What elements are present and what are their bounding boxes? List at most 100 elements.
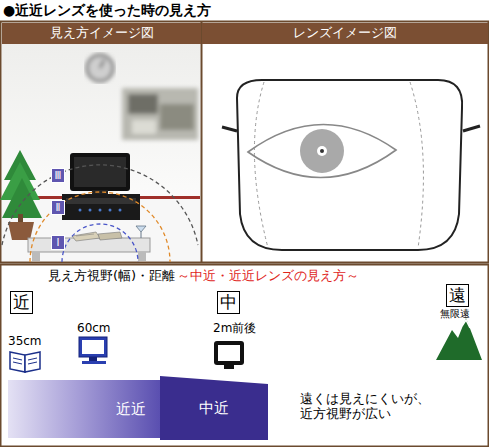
node-text: 近	[13, 293, 30, 312]
computer-icon-part	[79, 337, 107, 357]
panel-header: レンズイメージ図	[202, 23, 488, 44]
lens-illustration-part	[237, 80, 462, 250]
top-frame-part	[1, 22, 489, 263]
distance-box: 遠	[446, 284, 469, 307]
distance-label: 2m前後	[213, 322, 256, 336]
lens-illustration-part	[320, 149, 324, 153]
mountain-icon-part	[462, 320, 470, 328]
tv-stand-part	[66, 198, 136, 204]
low-table-part	[141, 232, 142, 238]
intermediate-near-band: 中近	[160, 376, 268, 440]
node-text: Ⅰ	[57, 237, 60, 248]
blurred-picture-part	[160, 104, 194, 130]
book-icon-part	[28, 362, 37, 364]
lens-illustration-part	[410, 82, 423, 248]
book-icon-part	[28, 358, 37, 360]
room-illustration-part	[2, 44, 200, 198]
tv-stand-part	[99, 209, 102, 212]
room-illustration	[0, 44, 200, 262]
low-table-part	[72, 232, 100, 241]
lens-illustration-part	[300, 129, 344, 173]
panel-header: 見え方イメージ図	[2, 23, 201, 44]
plant-part	[8, 222, 34, 240]
zone-marker: Ⅱ	[51, 200, 65, 215]
book-icon-part	[10, 352, 25, 372]
section-heading: 見え方視野(幅)・距離	[48, 269, 175, 284]
computer-icon-part	[89, 357, 97, 361]
tv-stand-part	[89, 209, 92, 212]
plant-part	[2, 178, 42, 218]
distance-box: 近	[10, 291, 33, 314]
band-fill	[8, 380, 160, 438]
bottom-frame-part	[1, 265, 489, 447]
lens-illustration-part	[254, 82, 268, 248]
computer-icon	[79, 337, 107, 364]
book-icon	[10, 352, 40, 372]
top-frame	[1, 22, 489, 263]
view-zone-arcs-part	[2, 165, 198, 245]
distance-label: 無限遠	[440, 308, 470, 320]
lens-illustration	[222, 80, 480, 250]
blurred-picture-part	[122, 88, 198, 140]
node-text: 遠	[449, 286, 466, 305]
lens-illustration-part	[248, 124, 396, 177]
node-text: 近近	[116, 401, 146, 418]
blurred-picture	[122, 88, 198, 140]
mountain-icon-part	[436, 318, 482, 360]
lens-illustration-part	[463, 126, 480, 131]
low-table-part	[28, 238, 150, 252]
distance-label: 60cm	[77, 322, 111, 336]
blurred-picture-part	[128, 94, 158, 114]
node-text: Ⅱ	[56, 202, 61, 213]
low-table-part	[76, 234, 94, 236]
book-icon-part	[25, 352, 40, 372]
blurred-picture-part	[132, 120, 156, 134]
tv-icon-part	[224, 365, 234, 369]
node-text: 見え方イメージ図	[50, 26, 154, 40]
blurred-clock-part	[87, 55, 113, 81]
band-fill	[160, 376, 268, 440]
television-part	[74, 157, 126, 187]
low-table-part	[136, 226, 146, 232]
zone-marker: Ⅰ	[51, 235, 65, 250]
tv-stand	[62, 194, 140, 220]
computer-icon-part	[82, 361, 106, 364]
node-text: 中近	[199, 400, 229, 417]
zone-marker: Ⅲ	[51, 168, 65, 183]
view-zone-arcs	[2, 165, 198, 262]
lens-illustration-part	[222, 127, 237, 131]
mountain-icon	[436, 318, 482, 360]
book-icon-part	[13, 362, 22, 364]
low-table-part	[138, 252, 146, 261]
blurred-clock-part	[100, 60, 104, 68]
low-table-part	[32, 252, 40, 261]
low-table	[28, 226, 150, 261]
tv-stand-part	[119, 209, 122, 212]
distance-box: 中	[217, 291, 240, 314]
node-text: Ⅲ	[55, 170, 62, 181]
television-part	[70, 153, 130, 191]
bottom-frame	[1, 265, 489, 447]
top-frame-part	[201, 22, 203, 262]
book-icon-part	[13, 358, 22, 360]
node-text: 中	[220, 293, 237, 312]
tv-stand-part	[62, 194, 140, 220]
section-subtitle: ～中近・近近レンズの見え方～	[177, 269, 359, 284]
tv-icon-part	[214, 341, 244, 365]
blurred-clock	[87, 55, 113, 81]
tv-stand-part	[109, 209, 112, 212]
lens-illustration-part	[317, 146, 327, 156]
view-zone-arcs-part	[30, 192, 170, 262]
tv-icon-part	[218, 345, 240, 361]
distance-label: 35cm	[8, 335, 42, 349]
node-text: レンズイメージ図	[293, 26, 397, 40]
tv-icon	[214, 341, 244, 369]
plant	[0, 150, 42, 240]
note-text: 遠くは見えにくいが、 近方視野が広い	[300, 392, 438, 422]
tv-stand-part	[79, 209, 82, 212]
computer-icon-part	[82, 340, 104, 354]
view-zone-arcs-part	[62, 224, 138, 262]
near-near-band: 近近	[8, 380, 160, 438]
low-table-part	[98, 232, 122, 240]
